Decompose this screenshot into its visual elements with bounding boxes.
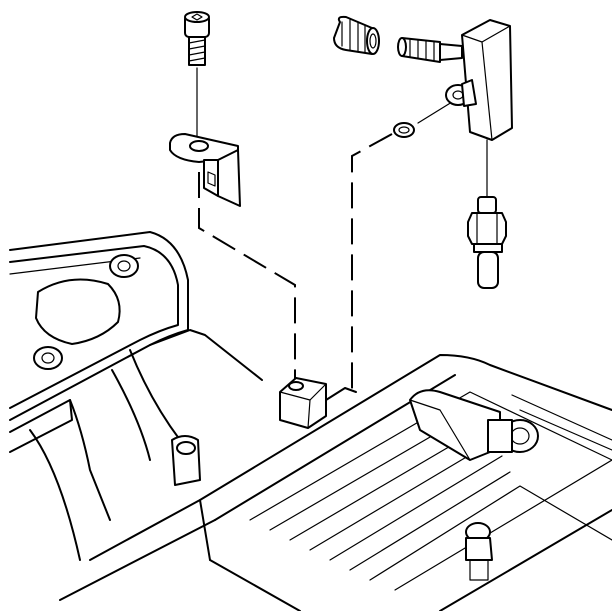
leader-lines — [196, 67, 488, 390]
cap-nut-icon — [333, 15, 380, 55]
o-ring-icon — [393, 122, 415, 138]
fitting-icon — [397, 37, 463, 63]
leader-ring — [351, 133, 393, 390]
leader-ring-tee — [417, 101, 453, 124]
leader-bracket — [198, 172, 296, 385]
sensor-icon — [467, 196, 507, 289]
manifold-plenum — [59, 354, 612, 611]
tee-block-icon — [445, 19, 513, 141]
bolt-icon — [184, 11, 210, 66]
bracket-icon — [169, 133, 241, 207]
manifold-icon — [9, 231, 263, 561]
